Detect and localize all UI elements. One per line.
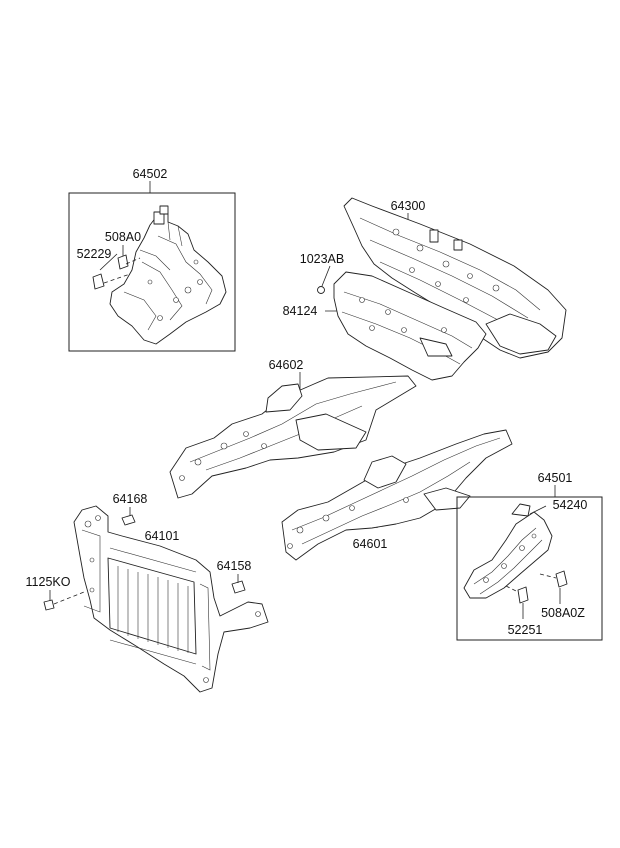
inset-box-64502 bbox=[68, 192, 236, 352]
front-apron-lh-part[interactable] bbox=[109, 205, 227, 345]
label-52251: 52251 bbox=[508, 623, 543, 637]
dash-panel-part[interactable] bbox=[343, 197, 567, 359]
label-84124: 84124 bbox=[283, 304, 318, 318]
label-64601: 64601 bbox=[353, 537, 388, 551]
label-64158: 64158 bbox=[217, 559, 252, 573]
assembly-84124 bbox=[317, 265, 487, 381]
bracket-64168[interactable] bbox=[121, 514, 136, 526]
assembly-64502 bbox=[68, 181, 236, 352]
label-1023AB: 1023AB bbox=[300, 252, 344, 266]
part-labels: 64502 508A0 52229 64300 1023AB 84124 646… bbox=[26, 167, 588, 637]
label-52229: 52229 bbox=[77, 247, 112, 261]
label-64502: 64502 bbox=[133, 167, 168, 181]
grommet-1023AB[interactable] bbox=[317, 286, 325, 294]
label-508A0: 508A0 bbox=[105, 230, 141, 244]
assembly-64300 bbox=[343, 197, 567, 359]
front-apron-rh-part[interactable] bbox=[463, 503, 553, 599]
label-64168: 64168 bbox=[113, 492, 148, 506]
label-64101: 64101 bbox=[145, 529, 180, 543]
dash-508A0 bbox=[125, 257, 141, 265]
dash-52229 bbox=[103, 273, 131, 284]
radiator-support-part[interactable] bbox=[73, 505, 269, 693]
label-64602: 64602 bbox=[269, 358, 304, 372]
front-side-member-lh-part[interactable] bbox=[169, 375, 417, 499]
label-508A0Z: 508A0Z bbox=[541, 606, 585, 620]
dash-508A0Z bbox=[539, 573, 557, 579]
leader-54240 bbox=[529, 505, 547, 515]
bracket-508A0Z[interactable] bbox=[555, 570, 568, 588]
assembly-64601 bbox=[281, 429, 513, 561]
bracket-52229[interactable] bbox=[92, 273, 105, 290]
bolt-1125KO[interactable] bbox=[43, 590, 55, 611]
front-side-member-rh-part[interactable] bbox=[281, 429, 513, 561]
dash-1125KO bbox=[53, 591, 85, 605]
bracket-52251[interactable] bbox=[517, 586, 529, 604]
leader-52229 bbox=[99, 253, 118, 271]
leader-1023AB bbox=[321, 265, 331, 287]
bracket-508A0[interactable] bbox=[117, 254, 129, 270]
bracket-64158[interactable] bbox=[231, 580, 246, 594]
label-1125KO: 1125KO bbox=[26, 575, 71, 589]
label-64501: 64501 bbox=[538, 471, 573, 485]
label-54240: 54240 bbox=[553, 498, 588, 512]
dash-52251 bbox=[505, 585, 519, 593]
inset-box-64501 bbox=[456, 496, 603, 641]
assembly-64501 bbox=[456, 485, 603, 641]
dash-insulator-part[interactable] bbox=[333, 271, 487, 381]
label-64300: 64300 bbox=[391, 199, 426, 213]
assembly-64602 bbox=[169, 372, 417, 499]
assembly-64101 bbox=[43, 505, 269, 693]
